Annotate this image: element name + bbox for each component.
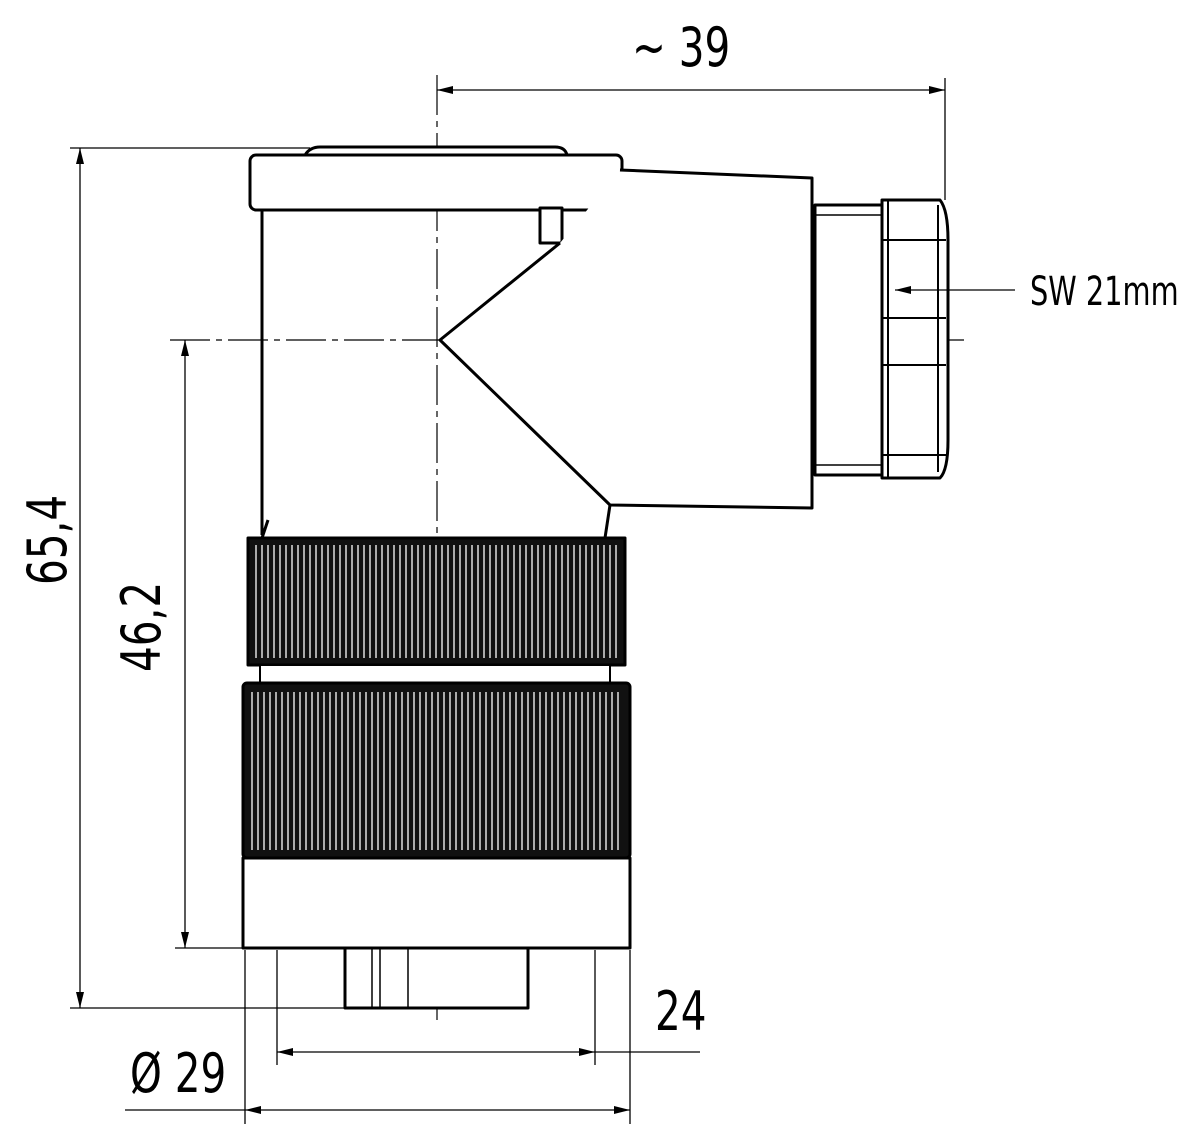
elbow-housing xyxy=(438,168,814,510)
dimension-lines xyxy=(70,78,1015,1124)
label-width: ~ 39 xyxy=(632,17,730,79)
label-inner-diameter: 24 xyxy=(655,981,707,1043)
knurled-ring-lower xyxy=(241,681,632,860)
dimension-labels: ~ 39 SW 21mm 65,4 46,2 24 Ø 29 xyxy=(17,17,1178,1105)
label-axis-height: 46,2 xyxy=(111,582,173,672)
contact-insert xyxy=(343,946,530,1010)
connector-body xyxy=(241,145,950,1010)
cap-tab xyxy=(538,206,564,245)
label-wrench-size: SW 21mm xyxy=(1030,269,1179,315)
cap-top-bump xyxy=(303,145,569,156)
coupling-sleeve xyxy=(241,856,632,950)
label-outer-diameter: Ø 29 xyxy=(130,1043,226,1105)
hex-nut xyxy=(880,198,950,480)
top-cap xyxy=(248,153,624,212)
knurl-lines xyxy=(251,545,619,850)
gland-body xyxy=(813,203,885,477)
label-total-height: 65,4 xyxy=(17,495,79,585)
